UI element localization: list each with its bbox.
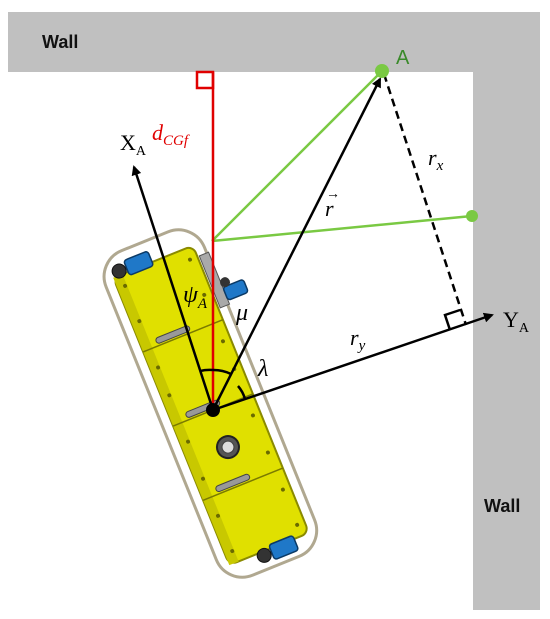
underwater-vehicle [102,228,319,579]
x-a-axis-label: XA [120,130,147,159]
panel-seam [142,319,224,353]
r-x-label: rx [428,145,444,174]
r-x-dashed-line [382,73,468,326]
point-a-marker [375,64,389,78]
thruster-top [111,251,154,279]
wall-top-label: Wall [42,32,78,52]
panel-seam [202,467,284,501]
wall-right-label: Wall [484,496,520,516]
r-y-label: ry [350,325,366,354]
sensor-mount [198,251,249,309]
psi-a-angle-arc [199,368,214,373]
y-a-axis-arrow [212,312,494,412]
vehicle-side-panel [113,274,239,566]
thruster-bottom [256,535,299,563]
d-cgf-right-angle [195,70,215,90]
point-a-label: A [396,47,410,69]
r-x-right-angle [443,308,461,331]
vehicle-handle [215,473,251,493]
sensor-ray-to-side-wall [211,214,473,243]
r-vector-arrow-symbol: → [326,187,340,202]
sensor-ray-to-a [211,70,383,242]
r-vector-arrow [211,77,382,411]
side-wall-hit-point [466,210,478,222]
d-cgf-label: dCGf [152,120,190,149]
center-of-gravity-point [206,403,220,417]
vehicle-handle [155,325,191,344]
vehicle-frame [102,228,319,579]
camera-lens [221,440,235,454]
r-vector-label: r [325,196,334,221]
mu-label: μ [235,300,248,326]
vehicle-screws [123,257,300,554]
y-a-axis-label: YA [503,307,530,336]
x-a-axis-arrow [131,165,215,411]
psi-a-label: ψA [183,282,208,312]
lambda-label: λ [257,356,268,382]
wall-shape [8,12,540,610]
mu-angle-arc [212,368,232,376]
lambda-angle-arc [237,385,247,400]
